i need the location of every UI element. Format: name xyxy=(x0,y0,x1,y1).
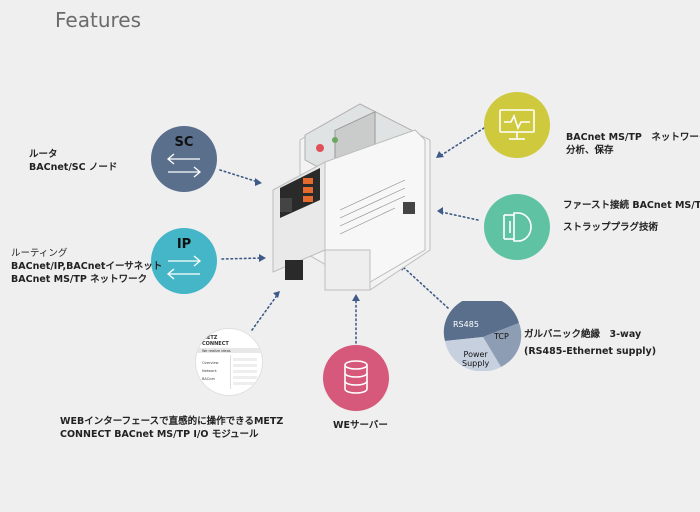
web-interface-circle: METZ CONNECT We realize ideas Overview N… xyxy=(196,329,262,395)
web-label: WEBインターフェースで直感的に操作できるMETZ CONNECT BACnet… xyxy=(60,415,283,441)
page-title: Features xyxy=(55,8,141,32)
server-label: WEサーバー xyxy=(333,420,388,431)
database-stack-icon xyxy=(344,360,368,394)
isolation-pie xyxy=(443,301,522,371)
network-label-line-2: 分析、保存 xyxy=(566,145,614,156)
sc-label-line-1: ルータ xyxy=(29,149,58,160)
web-screen-logo: METZ CONNECT xyxy=(202,335,229,347)
plug-label-line-2: ストラッププラグ技術 xyxy=(563,222,659,233)
network-label-line-1: BACnet MS/TP ネットワーク xyxy=(566,132,700,143)
sc-title: SC xyxy=(174,134,194,150)
web-screen-heading: We realize ideas xyxy=(202,349,231,353)
ip-label: ルーティング BACnet/IP,BACnetイーサネット BACnet MS/… xyxy=(11,247,162,286)
isolation-label: ガルバニック絶縁 3-way (RS485-Ethernet supply) xyxy=(524,328,656,358)
web-server-circle xyxy=(323,345,389,411)
isolation-label-line-1: ガルバニック絶縁 3-way xyxy=(524,329,642,340)
bacnet-device-image xyxy=(272,103,431,291)
ip-feature-circle: IP xyxy=(151,228,217,294)
plug-label: ファースト接続 BACnet MS/TP ストラッププラグ技術 xyxy=(563,199,700,234)
network-analysis-circle xyxy=(484,92,550,158)
network-label: BACnet MS/TP ネットワーク 分析、保存 xyxy=(566,131,700,157)
pie-label-tcp: TCP xyxy=(494,332,509,341)
plug-connector-icon xyxy=(503,212,532,242)
ip-label-line-2: BACnet/IP,BACnetイーサネット xyxy=(11,261,163,272)
ip-label-line-3: BACnet MS/TP ネットワーク xyxy=(11,274,148,285)
web-label-line-1: WEBインターフェースで直感的に操作できるMETZ xyxy=(60,416,284,427)
arrows-exchange-icon xyxy=(166,255,202,279)
sc-label-line-2: BACnet/SC ノード xyxy=(29,162,118,173)
sc-feature-circle: SC xyxy=(151,126,217,192)
sc-label: ルータ BACnet/SC ノード xyxy=(29,148,117,174)
pie-power-slice xyxy=(445,337,501,371)
pie-rs485-slice xyxy=(443,301,519,341)
arrows-exchange-icon xyxy=(166,153,202,177)
web-screen-menu: Overview Network BACnet xyxy=(202,361,219,381)
strap-plug-circle xyxy=(484,194,550,260)
web-label-line-2: CONNECT BACnet MS/TP I/O モジュール xyxy=(60,429,259,440)
pie-label-rs485: RS485 xyxy=(453,320,479,329)
monitor-pulse-icon xyxy=(499,109,535,140)
ip-title: IP xyxy=(176,236,192,252)
ip-label-line-1: ルーティング xyxy=(11,248,68,259)
pie-tcp-slice xyxy=(483,323,522,367)
isolation-label-line-2: (RS485-Ethernet supply) xyxy=(524,346,657,357)
plug-label-line-1: ファースト接続 BACnet MS/TP xyxy=(563,200,700,211)
